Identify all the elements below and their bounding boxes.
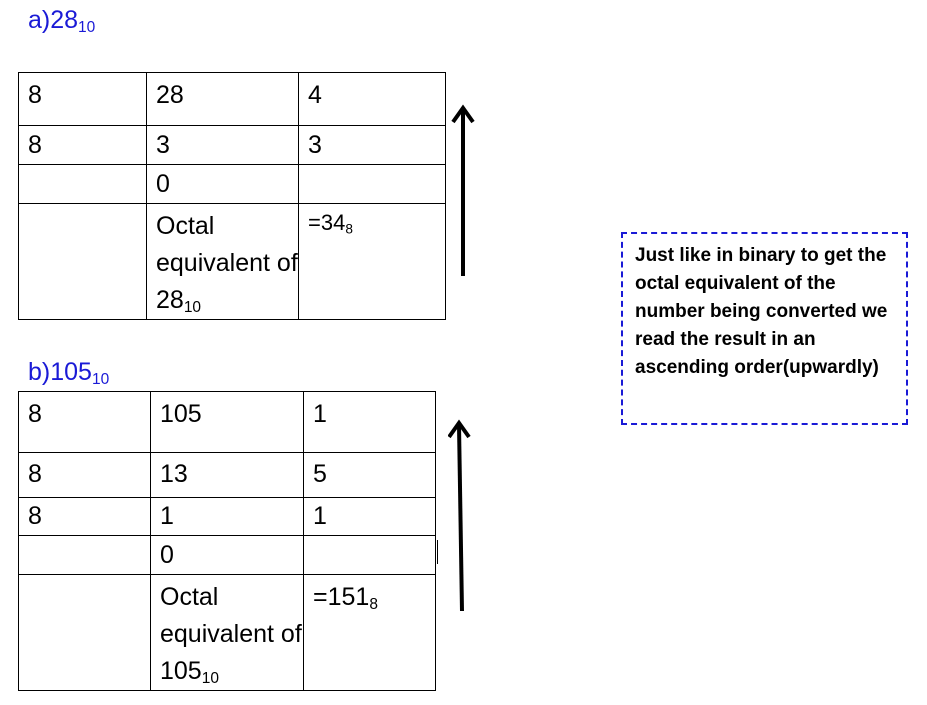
quotient-cell: 28 — [146, 72, 299, 126]
table-row: 0 — [18, 535, 436, 575]
result-label-text: Octal equivalent of 28 — [156, 212, 298, 314]
explanation-note: Just like in binary to get the octal equ… — [621, 232, 908, 425]
divisor-cell: 8 — [18, 72, 147, 126]
result-value-base: 8 — [369, 595, 378, 613]
part-a-table: 8 28 4 8 3 3 0 Octal equivalent of 2810 … — [18, 72, 446, 320]
divisor-cell — [18, 574, 151, 691]
result-value-cell: =348 — [298, 203, 446, 320]
upward-arrow-icon — [448, 419, 471, 612]
remainder-cell: 3 — [298, 125, 446, 165]
part-a-heading-text: a)28 — [28, 6, 79, 34]
part-b-heading-base: 10 — [91, 370, 110, 388]
table-row: Octal equivalent of 2810 =348 — [18, 203, 446, 320]
quotient-cell: 0 — [150, 535, 304, 575]
result-value-base: 8 — [345, 221, 353, 237]
divisor-cell — [18, 203, 147, 320]
part-b-heading: b)10510 — [28, 358, 110, 388]
table-row: 8 13 5 — [18, 452, 436, 498]
part-a-heading-base: 10 — [78, 18, 96, 36]
quotient-cell: 1 — [150, 497, 304, 536]
upward-arrow-icon — [451, 104, 475, 276]
quotient-cell: 13 — [150, 452, 304, 498]
divisor-cell: 8 — [18, 125, 147, 165]
table-row: 0 — [18, 164, 446, 204]
remainder-cell — [303, 535, 436, 575]
table-row: 8 3 3 — [18, 125, 446, 165]
result-label-base: 10 — [183, 298, 202, 316]
table-row: 8 28 4 — [18, 72, 446, 126]
result-value-cell: =1518 — [303, 574, 436, 691]
text-cursor — [437, 540, 438, 564]
result-value-text: =34 — [308, 210, 346, 235]
divisor-cell: 8 — [18, 452, 151, 498]
result-label-text: Octal equivalent of 105 — [160, 583, 302, 685]
quotient-cell: 105 — [150, 391, 304, 453]
table-row: 8 105 1 — [18, 391, 436, 453]
remainder-cell — [298, 164, 446, 204]
part-a-heading: a)2810 — [28, 6, 96, 36]
quotient-cell: 0 — [146, 164, 299, 204]
divisor-cell — [18, 164, 147, 204]
result-label-cell: Octal equivalent of 10510 — [150, 574, 304, 691]
table-row: Octal equivalent of 10510 =1518 — [18, 574, 436, 691]
remainder-cell: 1 — [303, 391, 436, 453]
part-b-table: 8 105 1 8 13 5 8 1 1 0 Octal equivalent … — [18, 391, 436, 691]
remainder-cell: 5 — [303, 452, 436, 498]
quotient-cell: 3 — [146, 125, 299, 165]
result-label-base: 10 — [201, 669, 219, 687]
divisor-cell — [18, 535, 151, 575]
remainder-cell: 1 — [303, 497, 436, 536]
divisor-cell: 8 — [18, 497, 151, 536]
divisor-cell: 8 — [18, 391, 151, 453]
part-b-heading-text: b)105 — [28, 358, 92, 386]
result-label-cell: Octal equivalent of 2810 — [146, 203, 299, 320]
table-row: 8 1 1 — [18, 497, 436, 536]
result-value-text: =151 — [313, 583, 370, 611]
remainder-cell: 4 — [298, 72, 446, 126]
